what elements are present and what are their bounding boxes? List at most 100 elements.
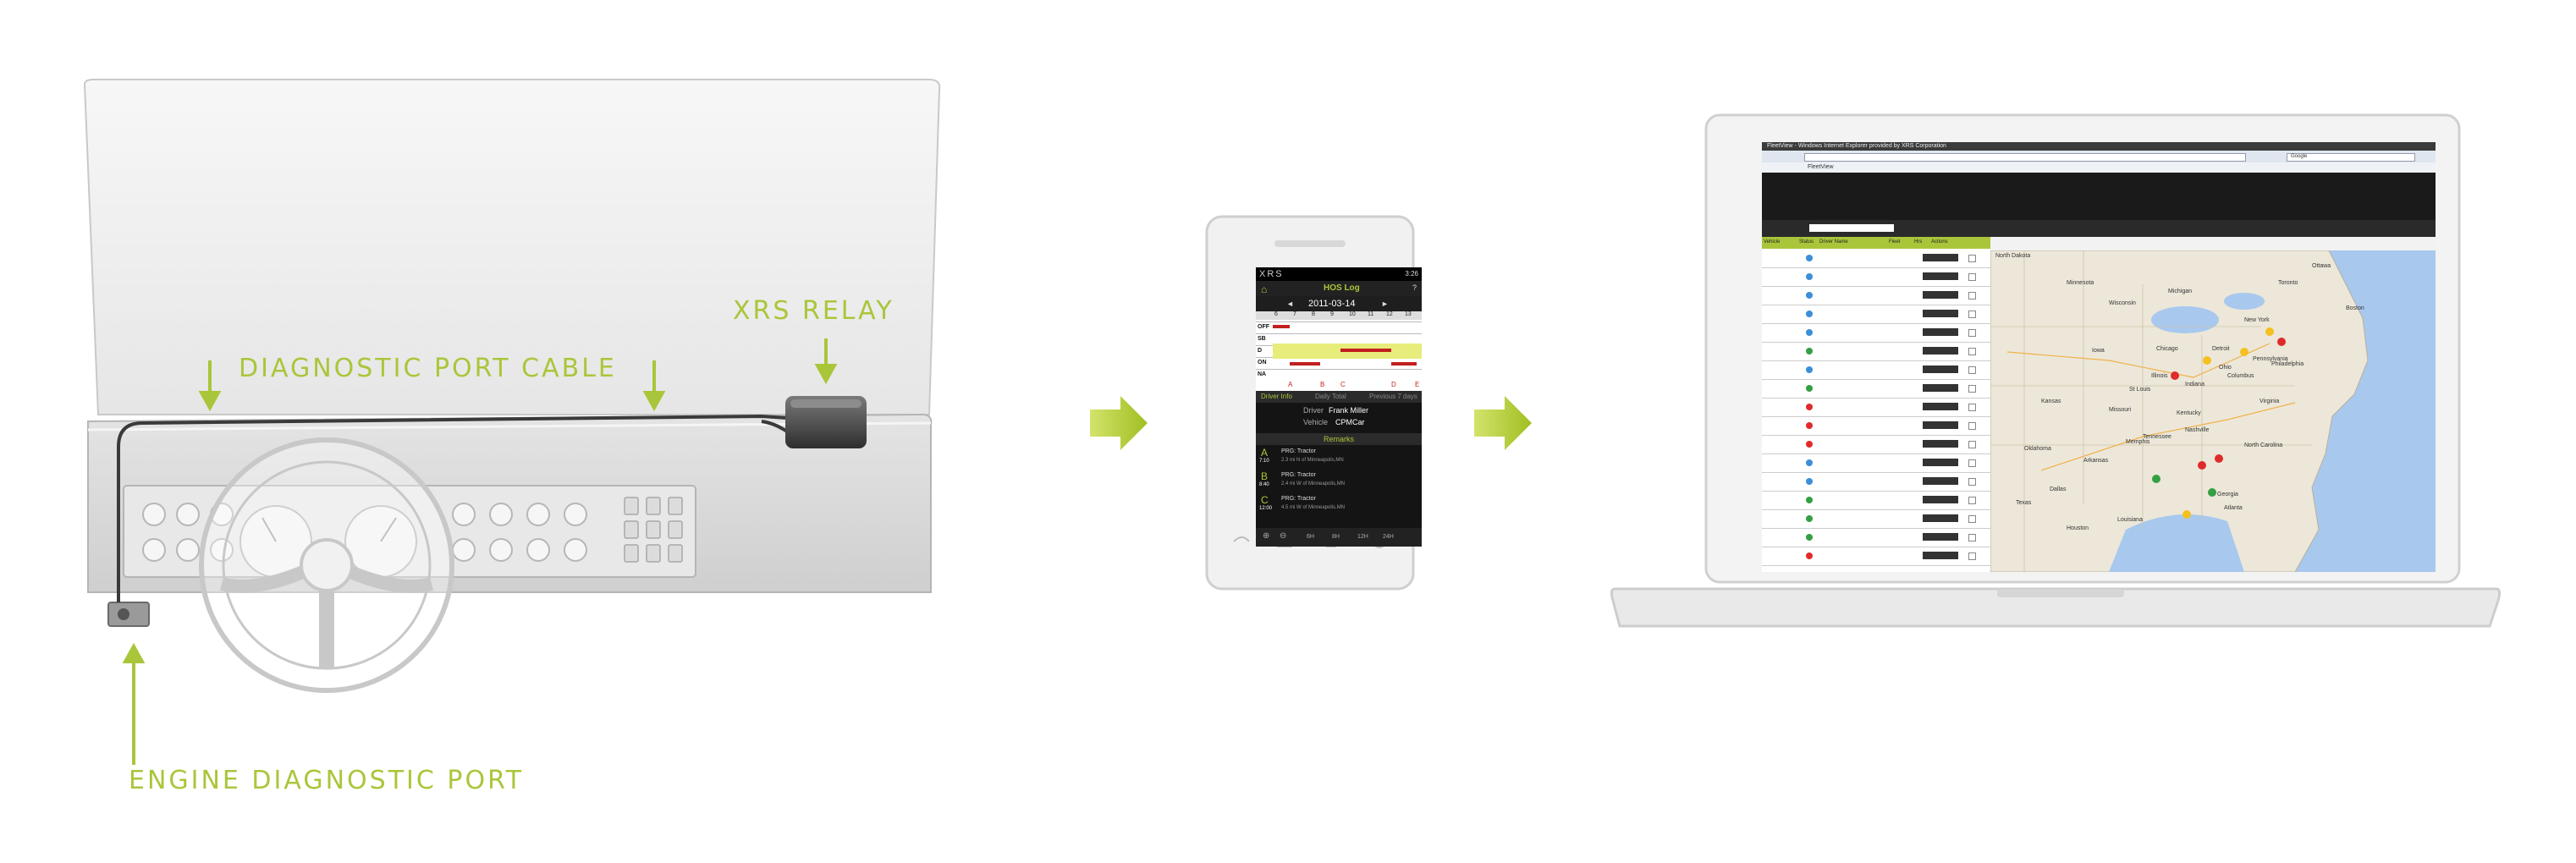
row-checkbox[interactable] [1968,459,1976,467]
row-checkbox[interactable] [1968,441,1976,448]
table-row[interactable] [1762,360,1990,380]
table-row[interactable] [1762,323,1990,343]
row-action-dropdown[interactable] [1923,366,1958,373]
row-checkbox[interactable] [1968,422,1976,430]
grid-header[interactable]: Fleet [1889,239,1901,245]
row-action-dropdown[interactable] [1923,272,1958,280]
tab-1[interactable]: Daily Total [1315,393,1346,400]
table-row[interactable] [1762,547,1990,566]
row-checkbox[interactable] [1968,311,1976,318]
table-row[interactable] [1762,528,1990,547]
row-action-dropdown[interactable] [1923,421,1958,429]
zoom-level-button[interactable]: 24H [1383,534,1394,540]
row-action-dropdown[interactable] [1923,291,1958,299]
table-row[interactable] [1762,435,1990,454]
table-row[interactable] [1762,398,1990,417]
zoom-level-button[interactable]: 12H [1357,534,1368,540]
status-dot [1806,311,1813,317]
table-row[interactable] [1762,491,1990,510]
help-button[interactable]: ? [1412,283,1417,292]
row-checkbox[interactable] [1968,366,1976,374]
status-dot [1806,404,1813,410]
status-row-label: SB [1258,336,1266,342]
browser-title: FleetView - Windows Internet Explorer pr… [1767,143,1946,149]
map-label: Toronto [2278,280,2298,286]
row-action-dropdown[interactable] [1923,496,1958,503]
tab-2[interactable]: Previous 7 days [1369,393,1417,400]
zoom-out-icon[interactable]: ⊖ [1280,531,1287,541]
row-action-dropdown[interactable] [1923,514,1958,522]
row-action-dropdown[interactable] [1923,533,1958,541]
zoom-in-icon[interactable]: ⊕ [1263,531,1270,541]
row-action-dropdown[interactable] [1923,552,1958,559]
row-action-dropdown[interactable] [1923,459,1958,466]
grid-header[interactable]: Actions [1931,239,1948,245]
table-row[interactable] [1762,379,1990,399]
table-row[interactable] [1762,509,1990,529]
vehicle-search-input[interactable] [1809,224,1894,232]
row-action-dropdown[interactable] [1923,310,1958,317]
zoom-level-button[interactable]: 8H [1332,534,1340,540]
remark-time: 7:10 [1259,459,1269,464]
row-checkbox[interactable] [1968,404,1976,411]
row-checkbox[interactable] [1968,348,1976,355]
map-label: North Dakota [1995,253,2030,259]
address-bar[interactable] [1804,153,2246,162]
status-dot [1806,385,1813,392]
map-label: Ottawa [2312,263,2331,269]
map-label: Georgia [2217,492,2238,497]
row-action-dropdown[interactable] [1923,328,1958,336]
table-row[interactable] [1762,305,1990,324]
map-label: Louisiana [2117,517,2143,523]
row-checkbox[interactable] [1968,329,1976,337]
row-action-dropdown[interactable] [1923,440,1958,448]
row-checkbox[interactable] [1968,497,1976,504]
map-label: Houston [2067,525,2089,531]
map-label: Detroit [2212,346,2230,352]
row-action-dropdown[interactable] [1923,477,1958,485]
row-action-dropdown[interactable] [1923,384,1958,392]
next-date-button[interactable]: ► [1381,300,1389,308]
table-row[interactable] [1762,267,1990,287]
tab-0[interactable]: Driver Info [1261,393,1292,400]
row-action-dropdown[interactable] [1923,254,1958,261]
app-header [1762,173,2436,220]
prev-date-button[interactable]: ◄ [1286,300,1294,308]
laptop-screen: FleetView - Windows Internet Explorer pr… [1762,142,2436,572]
row-checkbox[interactable] [1968,292,1976,300]
browser-search[interactable]: Google [2287,153,2415,162]
table-row[interactable] [1762,416,1990,436]
remark-sub: 2.4 mi W of Minneapolis,MN [1281,481,1346,486]
remarks-title: Remarks [1324,435,1355,443]
home-icon[interactable]: ⌂ [1261,283,1268,295]
row-checkbox[interactable] [1968,273,1976,281]
grid-header[interactable]: Driver Name [1819,239,1848,245]
row-action-dropdown[interactable] [1923,403,1958,410]
table-row[interactable] [1762,249,1990,268]
browser-tab[interactable]: FleetView [1808,164,1834,170]
toolbar [1762,220,2436,237]
row-action-dropdown[interactable] [1923,347,1958,355]
row-checkbox[interactable] [1968,515,1976,523]
table-row[interactable] [1762,286,1990,305]
status-dot [1806,515,1813,522]
remark-text: PRG: Tractor [1281,448,1316,454]
table-row[interactable] [1762,342,1990,361]
row-checkbox[interactable] [1968,385,1976,393]
hour-label: 9 [1330,311,1334,317]
row-checkbox[interactable] [1968,534,1976,541]
grid-header[interactable]: Status [1799,239,1814,245]
grid-header[interactable]: Vehicle [1764,239,1781,245]
row-checkbox[interactable] [1968,478,1976,486]
row-checkbox[interactable] [1968,552,1976,560]
zoom-level-button[interactable]: 6H [1307,534,1314,540]
map-label: Memphis [2126,439,2150,445]
status-dot [1806,459,1813,466]
row-checkbox[interactable] [1968,255,1976,262]
grid-header[interactable]: Hrs [1914,239,1923,245]
table-row[interactable] [1762,453,1990,473]
table-row[interactable] [1762,472,1990,492]
map-label: Indiana [2185,382,2204,388]
